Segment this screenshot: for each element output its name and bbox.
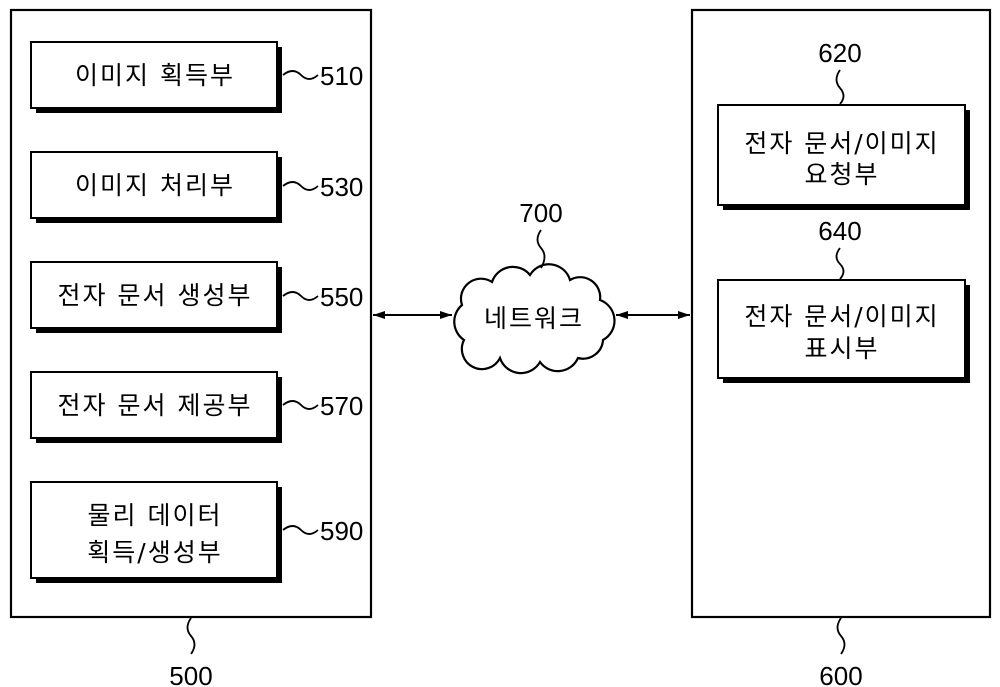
system-500: 이미지 획득부 510 이미지 처리부 530 전자 문서 생성부 550 전자… (11, 10, 371, 687)
ref-number: 550 (320, 282, 363, 312)
unit-label: 이미지 처리부 (75, 171, 235, 200)
system-500-ref-number: 500 (169, 661, 212, 687)
network-leader-line (538, 230, 545, 268)
ref-number: 510 (320, 61, 363, 91)
ref-number: 620 (818, 38, 861, 68)
system-600: 전자 문서/이미지 요청부 620 전자 문서/이미지 표시부 640 600 (692, 10, 990, 687)
unit-label-line-2: 요청부 (804, 160, 879, 189)
unit-label-line-2: 획득/생성부 (87, 538, 222, 567)
unit-label: 이미지 획득부 (75, 61, 235, 90)
system-500-leader-line (188, 618, 195, 654)
unit-label: 전자 문서 생성부 (58, 281, 253, 310)
ref-number: 640 (818, 216, 861, 246)
unit-label: 전자 문서 제공부 (58, 391, 253, 420)
network-700: 네트워크 700 (373, 198, 690, 373)
unit-label-line-2: 표시부 (804, 334, 879, 363)
ref-number: 570 (320, 391, 363, 421)
ref-number: 530 (320, 172, 363, 202)
network-ref-number: 700 (519, 198, 562, 228)
system-600-ref-number: 600 (819, 661, 862, 687)
network-label: 네트워크 (484, 304, 584, 333)
system-600-leader-line (838, 618, 845, 654)
ref-number: 590 (320, 516, 363, 546)
unit-label-line-1: 전자 문서/이미지 (744, 129, 939, 158)
unit-label-line-1: 물리 데이터 (88, 501, 223, 530)
unit-label-line-1: 전자 문서/이미지 (744, 302, 939, 331)
